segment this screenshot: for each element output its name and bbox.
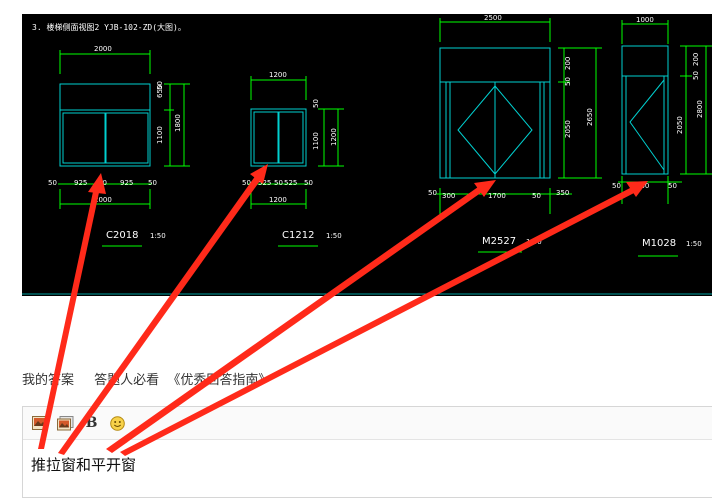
door-m2527-frame [439,47,551,179]
dim-c1212-side-3: 1200 [330,128,338,146]
dim-c2018-sub-5: 50 [148,179,157,187]
dim-c1212-sub-3: 50 [274,179,283,187]
editor-text-area[interactable]: 推拉窗和平开窗 [31,456,137,474]
answer-nav: 我的答案 答题人必看 《优秀回答指南》 [22,369,287,388]
dim-m2527-bottom-1: 50 [428,189,437,197]
dim-m1028-top: 1000 [636,16,654,24]
dim-m2527-bottom-2: 300 [442,192,455,200]
cad-note: 3. 楼梯侧面视图2 YJB-102-ZD(大图)。 [32,22,186,32]
dim-m2527-bottom-5: 350 [556,189,569,197]
my-answer-link[interactable]: 我的答案 [22,373,75,388]
dim-c2018-top: 2000 [94,45,112,53]
window-c1212-scale: 1:50 [326,232,342,240]
dim-c1212-top: 1200 [269,71,287,79]
door-m1028-scale: 1:50 [686,240,702,248]
dim-c2018-side-3: 1800 [174,114,182,132]
door-m2527 [436,18,602,214]
insert-image-icon[interactable] [31,416,48,431]
window-c1212-frame [250,108,307,167]
dim-c2018-side-4: 50 [156,81,164,90]
door-m1028-frame [621,45,669,175]
dim-m2527-top: 2500 [484,14,502,22]
window-c2018-scale: 1:50 [150,232,166,240]
dim-m2527-bottom-3: 1700 [488,192,506,200]
dim-m2527-side-3: 2050 [564,120,572,138]
dim-c2018-side-1: 650 [156,85,164,98]
dim-m1028-bottom-3: 50 [668,182,677,190]
door-m2527-code: M2527 [482,236,516,247]
dim-m1028-side-1: 200 [692,53,700,66]
dim-c1212-side-1: 50 [312,99,320,108]
dim-c2018-side-2: 1100 [156,126,164,144]
dim-m1028-side-3: 2050 [676,116,684,134]
emoji-icon[interactable] [109,415,126,431]
dim-m1028-bottom-2: 900 [636,182,649,190]
window-c1212-code: C1212 [282,230,314,241]
dim-m1028-side-2: 50 [692,71,700,80]
dim-c2018-bottom: 2000 [94,196,112,204]
must-read-link[interactable]: 答题人必看 [94,373,160,388]
dim-m1028-bottom-1: 50 [612,182,621,190]
insert-gallery-icon[interactable] [57,415,74,431]
dim-c2018-sub-2: 925 [74,179,87,187]
dim-m2527-bottom-4: 50 [532,192,541,200]
window-c2018-code: C2018 [106,230,138,241]
dim-c2018-sub-1: 50 [48,179,57,187]
door-m1028-code: M1028 [642,238,676,249]
dim-c1212-side-2: 1100 [312,132,320,150]
dim-m2527-side-1: 200 [564,57,572,70]
dim-c1212-sub-5: 50 [304,179,313,187]
answer-guide-link[interactable]: 《优秀回答指南》 [167,373,272,388]
bold-button[interactable]: B [85,415,98,431]
dim-c1212-sub-4: 525 [284,179,297,187]
window-c2018-frame [59,83,151,167]
editor-toolbar: B [23,407,712,440]
dim-c2018-sub-3: 50 [98,179,107,187]
dim-m2527-side-4: 2650 [586,108,594,126]
door-m2527-scale: 1:50 [526,238,542,246]
dim-c1212-sub-2: 525 [258,179,271,187]
dim-m2527-side-2: 50 [564,77,572,86]
dim-c1212-sub-1: 50 [242,179,251,187]
dim-c1212-bottom: 1200 [269,196,287,204]
answer-editor: B 推拉窗和平开窗 [22,406,712,498]
dim-c2018-sub-4: 925 [120,179,133,187]
dim-m1028-side-4: 2800 [696,100,704,118]
cad-drawing-image: 3. 楼梯侧面视图2 YJB-102-ZD(大图)。 2000 50 925 5… [22,14,712,296]
